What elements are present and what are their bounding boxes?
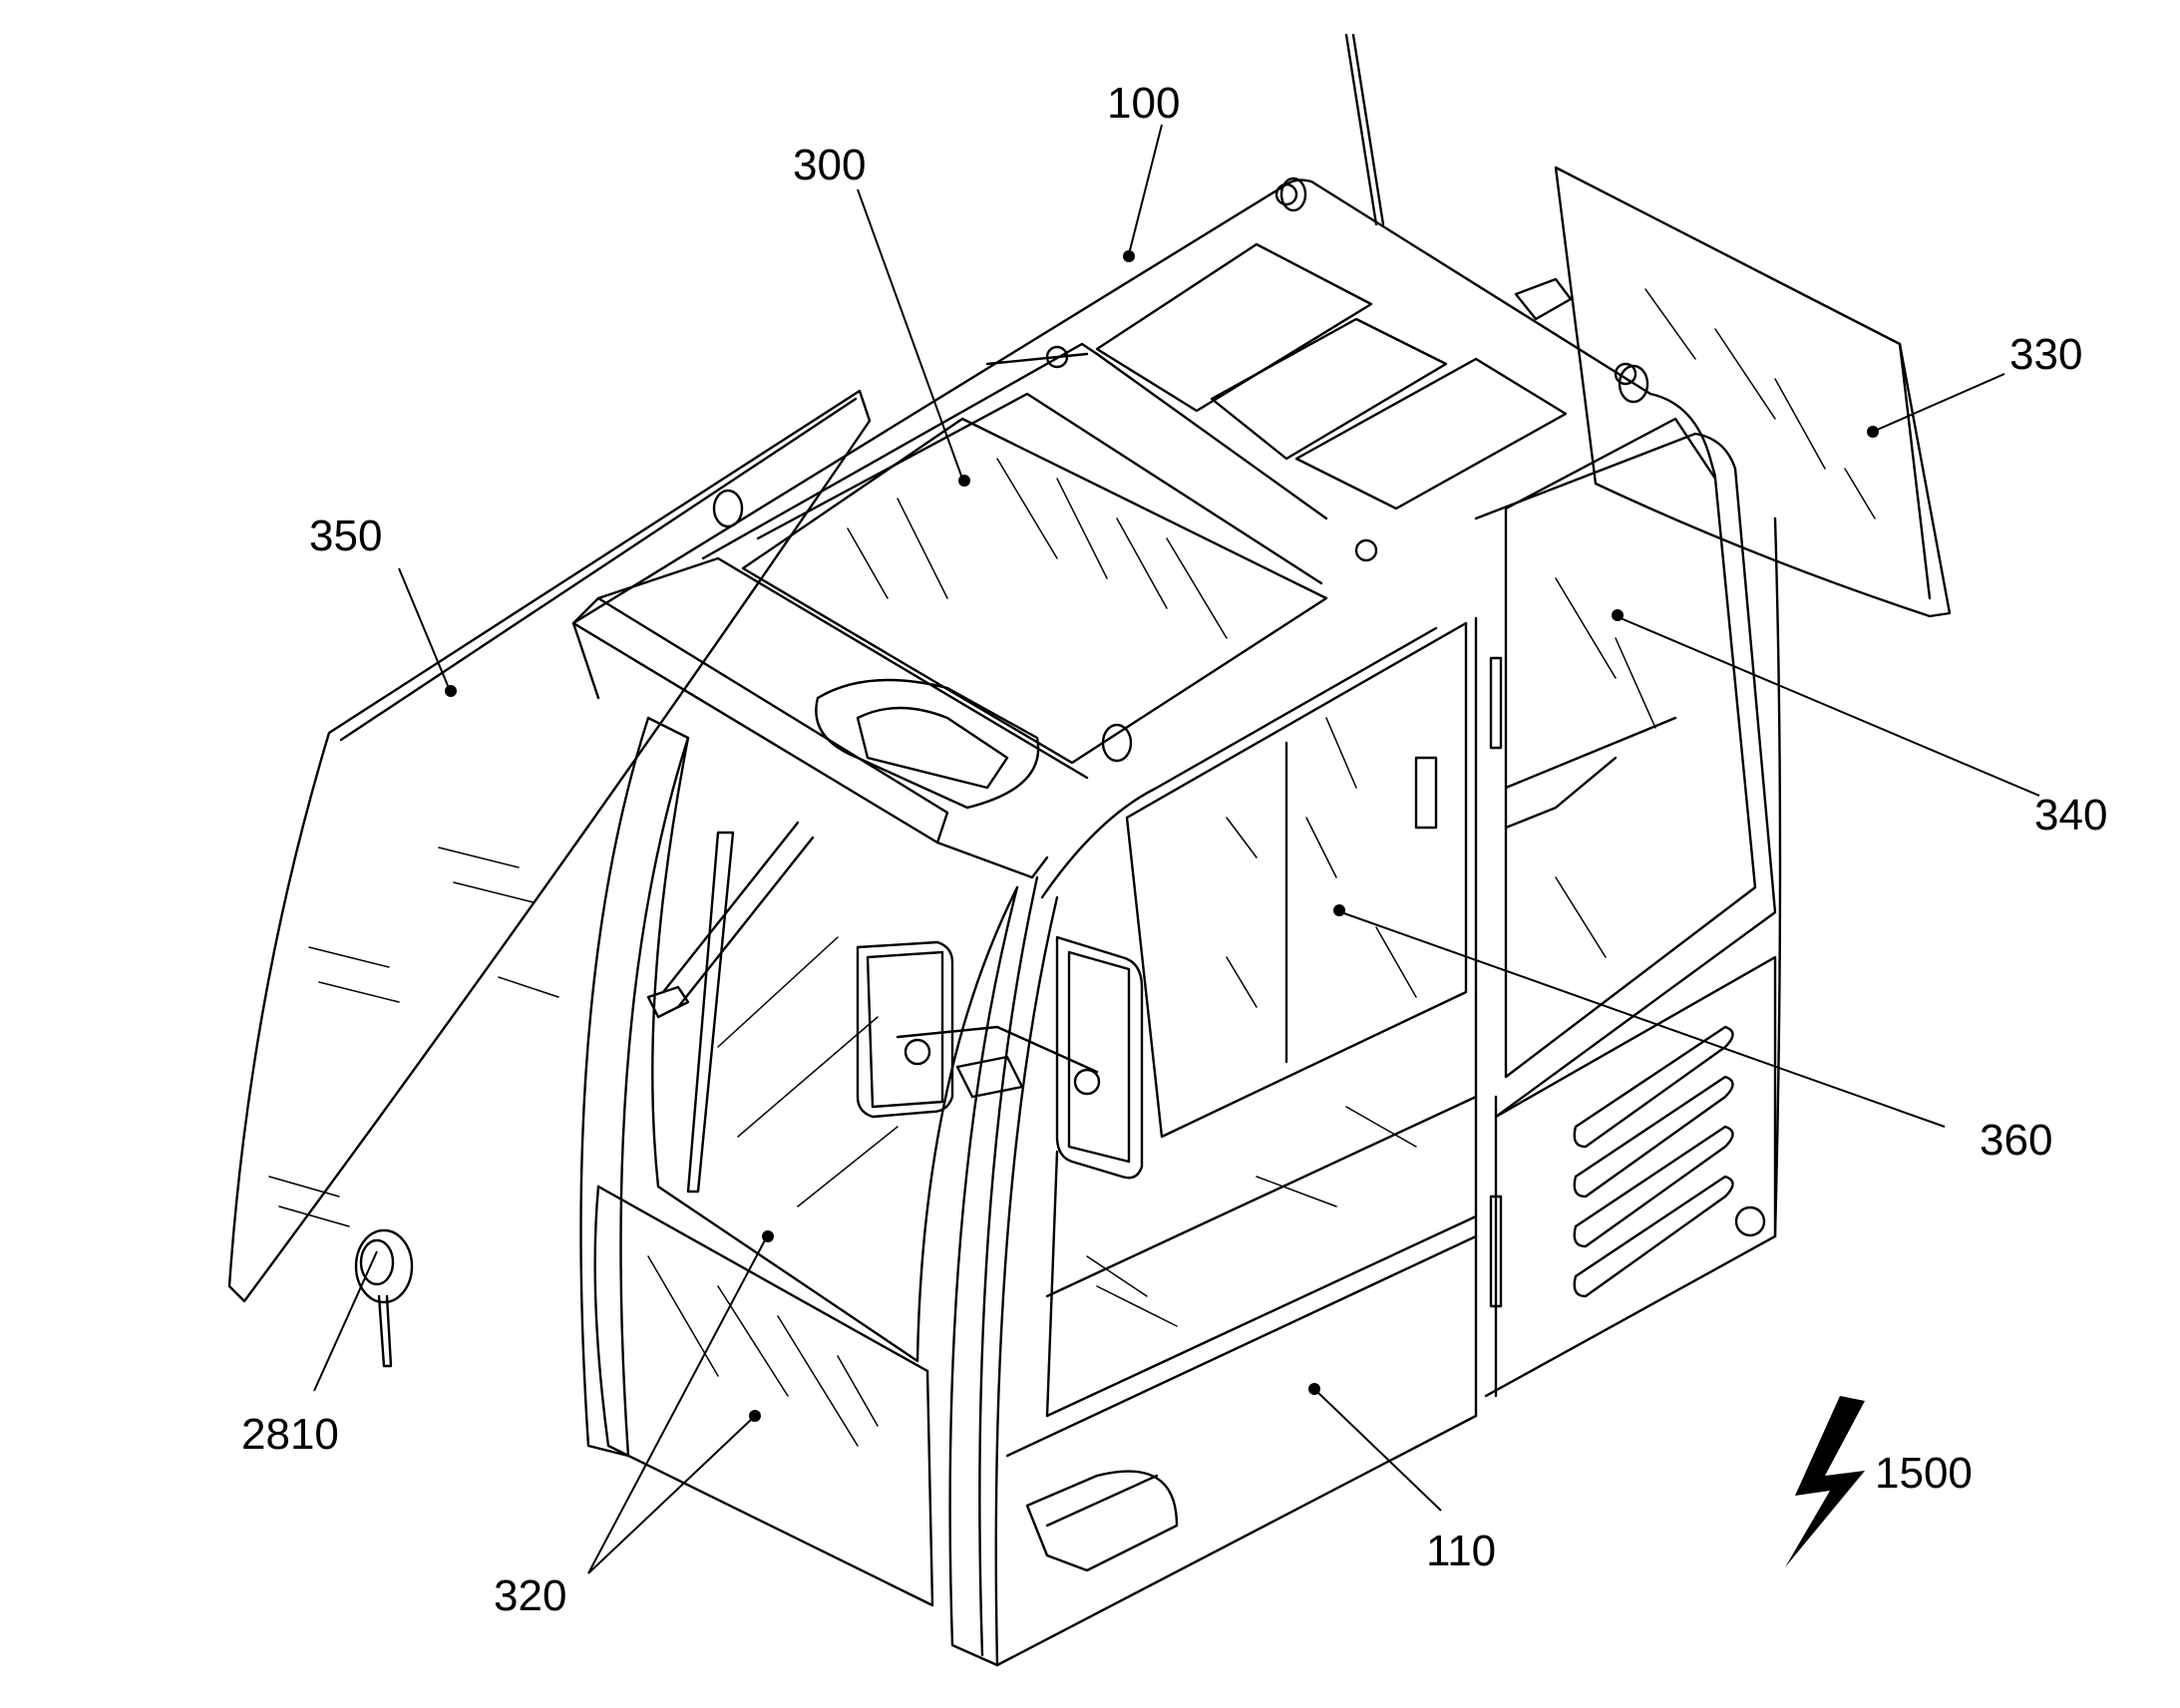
- cab-body: [571, 33, 1782, 1667]
- rear-glass-330: [1554, 166, 1952, 618]
- lightning-symbol: [1785, 1396, 1865, 1567]
- label-300: 300: [793, 141, 866, 189]
- label-110: 110: [1426, 1527, 1496, 1575]
- label-360: 360: [1980, 1116, 2052, 1165]
- label-350: 350: [309, 512, 382, 560]
- label-100: 100: [1107, 79, 1180, 128]
- label-330: 330: [2009, 330, 2082, 379]
- label-320: 320: [494, 1571, 566, 1620]
- label-2810: 2810: [241, 1410, 339, 1459]
- side-glass-350: [227, 389, 872, 1303]
- leader-lines: [313, 124, 2040, 1574]
- label-340: 340: [2034, 791, 2107, 840]
- label-1500: 1500: [1875, 1449, 1973, 1498]
- mirror-2810: [354, 1228, 414, 1368]
